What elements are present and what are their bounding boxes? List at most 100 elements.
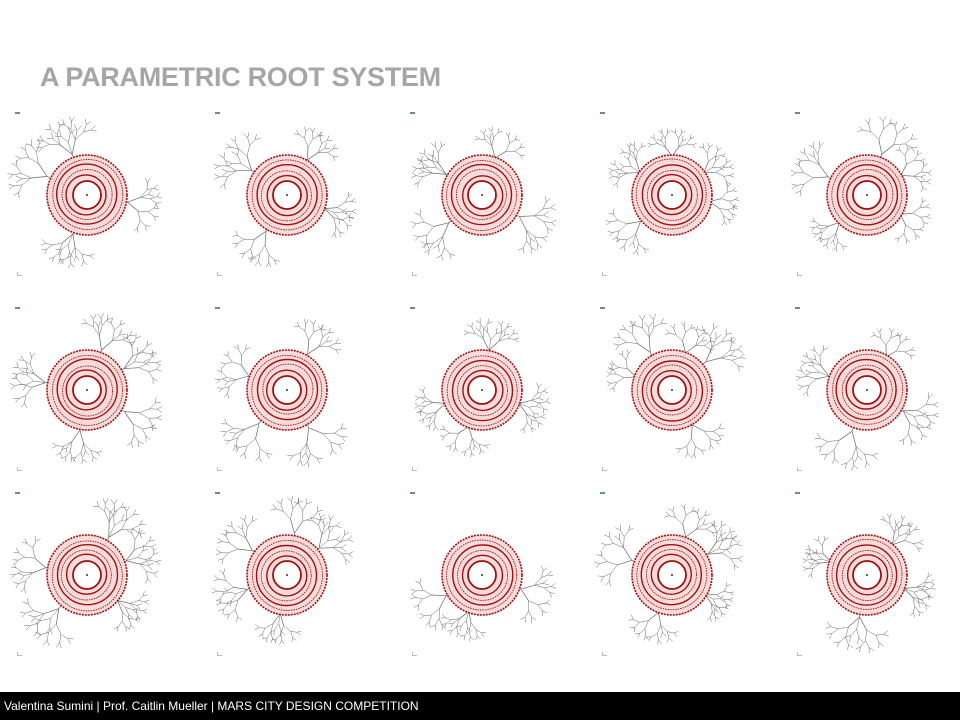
root-diagram (414, 318, 551, 458)
root-branch (138, 600, 146, 602)
root-branch (632, 320, 637, 326)
root-branch (831, 458, 836, 464)
root-branch (228, 548, 238, 554)
root-branch (821, 225, 829, 230)
root-branch (310, 453, 318, 459)
root-branch (157, 409, 162, 413)
root-branch (658, 612, 662, 626)
root-branch (330, 441, 339, 445)
root-branch (906, 159, 915, 165)
root-branch (617, 559, 632, 566)
root-branch (59, 123, 65, 128)
root-branch (506, 322, 509, 328)
root-branch (217, 558, 224, 561)
root-branch (222, 591, 229, 595)
inner-ring (266, 174, 308, 217)
root-branch (148, 369, 157, 372)
root-branch (537, 602, 546, 605)
root-branch (417, 182, 419, 188)
root-branch (221, 371, 227, 378)
root-branch (919, 542, 924, 546)
root-branch (623, 547, 632, 561)
root-branch (245, 527, 248, 538)
root-branch (613, 214, 618, 221)
root-branch (530, 247, 532, 254)
root-branch (713, 427, 720, 432)
root-branch (342, 216, 349, 220)
root-branch (23, 588, 26, 594)
center-dot (286, 574, 288, 576)
root-branch (241, 252, 245, 258)
root-branch (419, 152, 425, 155)
root-diagram (790, 116, 932, 253)
root-branch (418, 161, 422, 166)
root-branch (109, 510, 114, 517)
root-branch (25, 362, 28, 369)
root-branch (878, 642, 884, 647)
root-branch (898, 146, 901, 151)
root-branch (348, 551, 354, 555)
root-branch (826, 238, 830, 245)
root-branch (17, 556, 25, 561)
root-branch (415, 175, 424, 177)
root-branch (632, 250, 637, 255)
root-branch (625, 354, 629, 361)
inner-ring (636, 355, 708, 426)
root-branch (19, 383, 27, 386)
root-branch (268, 262, 272, 268)
root-branch (723, 591, 730, 593)
root-branch (305, 452, 309, 459)
inner-ring (446, 160, 517, 231)
root-branch (629, 320, 634, 326)
root-branch (634, 622, 640, 628)
root-branch (822, 238, 830, 240)
root-branch (148, 554, 154, 561)
root-branch (32, 541, 37, 549)
root-branch (213, 578, 219, 582)
root-branch (627, 234, 636, 240)
root-branch (221, 602, 229, 604)
root-branch (335, 342, 341, 345)
inner-ring (52, 354, 123, 426)
root-branch (235, 437, 238, 446)
root-branch (611, 364, 613, 370)
root-branch (678, 140, 683, 148)
root-branch (15, 567, 23, 573)
root-branch (718, 435, 722, 440)
root-branch (721, 523, 727, 527)
root-branch (684, 508, 687, 516)
root-branch (152, 352, 158, 357)
root-branch (498, 335, 505, 342)
root-branch (329, 346, 336, 351)
root-branch (694, 453, 696, 459)
root-system-variant (785, 295, 960, 475)
root-branch (850, 465, 855, 471)
root-branch (221, 541, 230, 544)
root-branch (520, 589, 529, 602)
root-branch (637, 343, 651, 353)
root-branch (666, 329, 670, 334)
root-branch (230, 600, 232, 607)
root-branch (653, 322, 662, 328)
root-branch (438, 245, 440, 252)
root-branch (796, 158, 802, 162)
root-branch (149, 559, 157, 562)
root-branch (607, 231, 613, 233)
root-branch (522, 247, 525, 254)
root-branch (247, 137, 250, 146)
root-branch (474, 333, 484, 339)
root-branch (703, 330, 711, 337)
root-branch (223, 573, 227, 581)
root-branch (534, 236, 543, 239)
root-branch (896, 343, 901, 352)
root-branch (211, 590, 217, 594)
root-branch (429, 614, 432, 622)
root-branch (280, 504, 284, 512)
root-branch (81, 261, 84, 267)
root-branch (739, 353, 745, 358)
root-branch (803, 566, 808, 569)
root-branch (296, 630, 302, 633)
root-branch (38, 138, 40, 145)
root-branch (113, 499, 118, 505)
root-branch (433, 156, 439, 164)
